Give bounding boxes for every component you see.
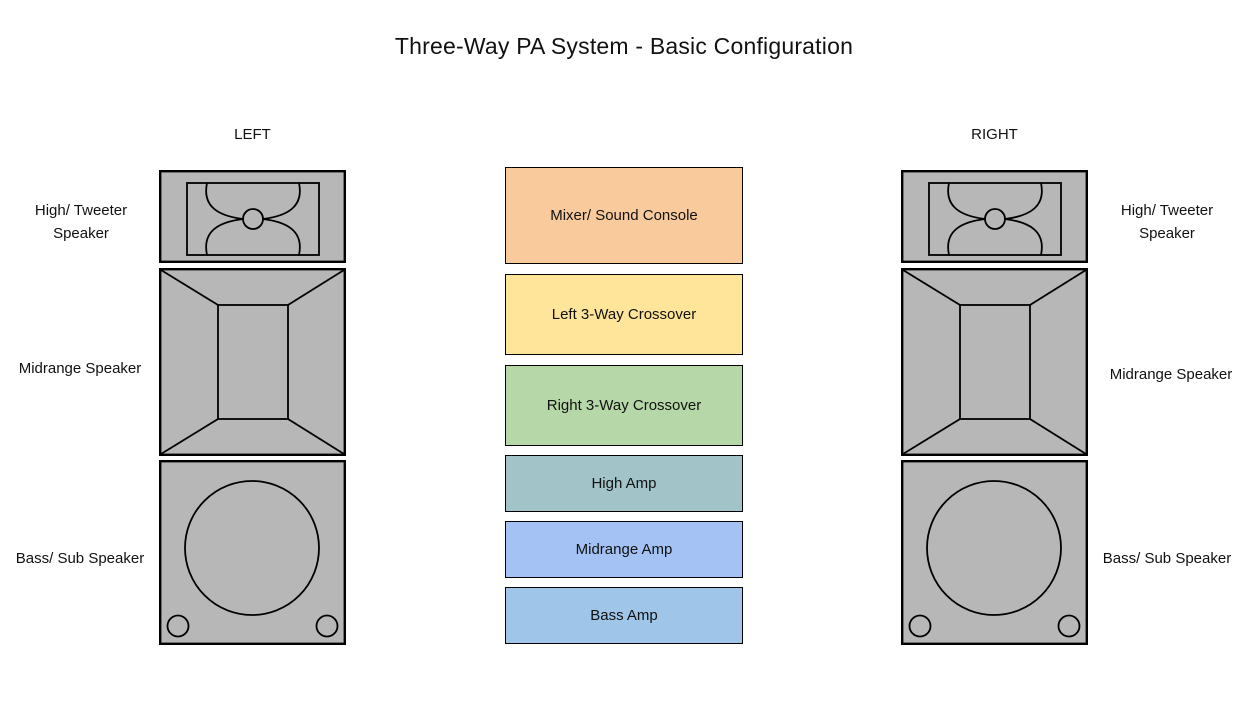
label-left-midrange-speaker: Midrange Speaker (18, 360, 142, 377)
left-bass-speaker-icon (159, 460, 346, 645)
label-right-bass-speaker: Bass/ Sub Speaker (1102, 550, 1232, 567)
right-tweeter-speaker-icon (901, 170, 1088, 263)
right-bass-speaker-icon (901, 460, 1088, 645)
node-label: Left 3-Way Crossover (551, 306, 697, 323)
label-right-midrange-speaker: Midrange Speaker (1109, 366, 1233, 383)
left-speaker-stack (159, 170, 346, 645)
left-tweeter-speaker-icon (159, 170, 346, 263)
node-label: Midrange Amp (575, 541, 673, 558)
right-column-header: RIGHT (971, 126, 1018, 143)
node-high-amp: High Amp (505, 455, 743, 512)
left-column-header: LEFT (234, 126, 271, 143)
right-speaker-stack (901, 170, 1088, 645)
label-left-tweeter-speaker: High/ Tweeter Speaker (34, 202, 128, 242)
left-midrange-speaker-icon (159, 268, 346, 456)
node-label: High Amp (591, 475, 657, 492)
label-right-tweeter-speaker: High/ Tweeter Speaker (1120, 202, 1214, 242)
signal-chain: Mixer/ Sound Console Left 3-Way Crossove… (505, 167, 743, 644)
node-right-crossover: Right 3-Way Crossover (505, 365, 743, 446)
node-bass-amp: Bass Amp (505, 587, 743, 644)
diagram-title: Three-Way PA System - Basic Configuratio… (394, 33, 854, 59)
node-left-crossover: Left 3-Way Crossover (505, 274, 743, 355)
node-midrange-amp: Midrange Amp (505, 521, 743, 578)
right-midrange-speaker-icon (901, 268, 1088, 456)
node-mixer-sound-console: Mixer/ Sound Console (505, 167, 743, 264)
node-label: Bass Amp (590, 607, 658, 624)
label-left-bass-speaker: Bass/ Sub Speaker (15, 550, 145, 567)
node-label: Right 3-Way Crossover (546, 397, 702, 414)
node-label: Mixer/ Sound Console (550, 207, 698, 224)
